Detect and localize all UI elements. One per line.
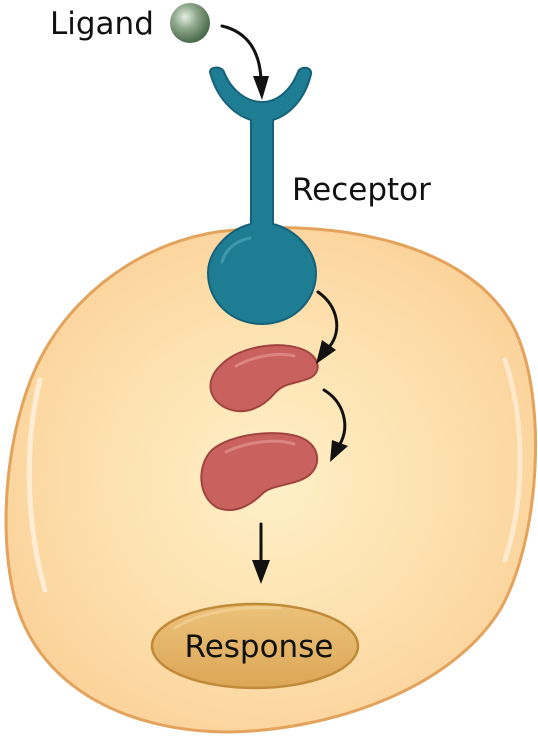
- response-box: Response: [150, 602, 360, 690]
- receptor-label: Receptor: [292, 172, 431, 208]
- signal-arrow-1: [316, 290, 339, 364]
- relay-protein-1: [209, 344, 319, 413]
- relay-protein-2: [200, 432, 318, 512]
- signal-arrow-3: [252, 522, 270, 584]
- cell-membrane-highlight-right: [502, 357, 523, 563]
- receptor-shape: [206, 66, 318, 326]
- ligand-binding-arrow: [220, 24, 269, 100]
- receptor: [206, 66, 318, 326]
- signal-arrow-2: [322, 388, 348, 462]
- ligand-label: Ligand: [50, 6, 154, 42]
- receptor-highlight: [220, 236, 252, 264]
- response-label: Response: [185, 629, 334, 665]
- cell-membrane-highlight: [26, 377, 48, 593]
- ligand-sphere-icon: [170, 3, 210, 43]
